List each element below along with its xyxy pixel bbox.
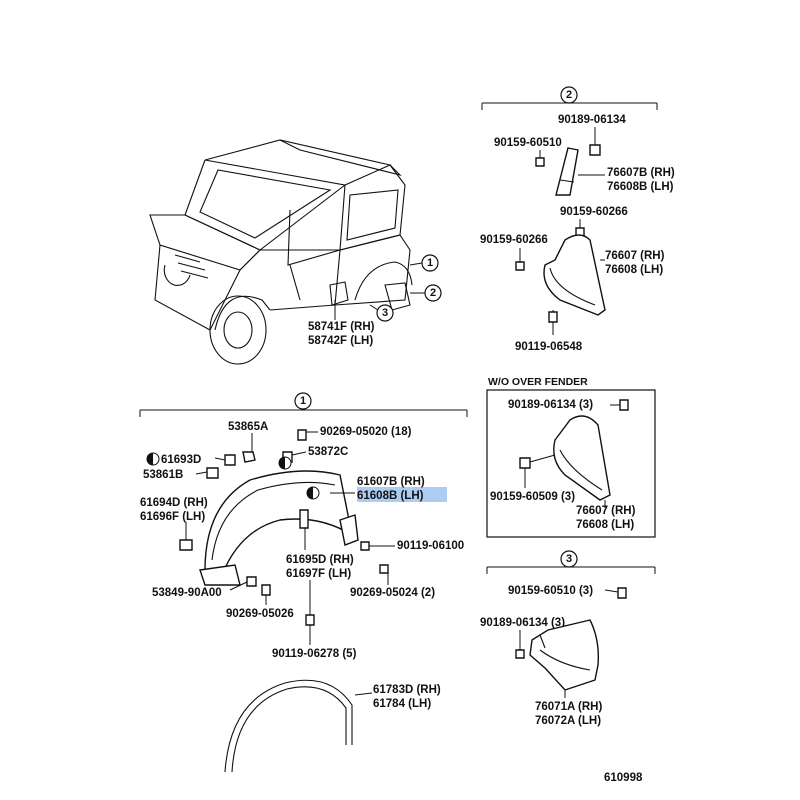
half-circle-marker-icon: [146, 452, 160, 466]
label-s3-90159-60510: 90159-60510 (3): [508, 585, 593, 597]
svg-text:3: 3: [566, 553, 572, 565]
label-61696f: 61696F (LH): [140, 511, 205, 523]
label-90269-05024: 90269-05024 (2): [350, 587, 435, 599]
svg-text:2: 2: [566, 89, 572, 101]
section-1: 1: [139, 392, 468, 773]
label-76607: 76607 (RH): [605, 250, 665, 262]
label-90119-06100: 90119-06100: [397, 540, 464, 552]
wo-over-fender-title: W/O OVER FENDER: [488, 376, 588, 388]
label-53872c: 53872C: [308, 446, 348, 458]
label-61783d: 61783D (RH): [373, 684, 441, 696]
label-53865a: 53865A: [228, 421, 268, 433]
half-circle-marker-icon: [306, 486, 320, 500]
label-58741f: 58741F (RH): [308, 321, 375, 333]
svg-text:1: 1: [427, 257, 433, 269]
callout-3-vehicle: 3: [369, 304, 394, 322]
label-90159-60510: 90159-60510: [494, 137, 562, 149]
label-61608b[interactable]: 61608B (LH): [357, 490, 424, 502]
label-76607b: 76607B (RH): [607, 167, 675, 179]
wo-over-fender-box: W/O OVER FENDER 90189-06134 (3) 90159-60…: [486, 376, 656, 538]
label-61697f: 61697F (LH): [286, 568, 351, 580]
vehicle-illustration: [149, 139, 413, 365]
label-58742f: 58742F (LH): [308, 335, 373, 347]
label-61607b: 61607B (RH): [357, 476, 425, 488]
svg-text:3: 3: [382, 307, 388, 319]
label-wo-90189-06134: 90189-06134 (3): [508, 399, 593, 411]
figure-number: 610998: [604, 772, 643, 784]
label-s3-90189-06134: 90189-06134 (3): [480, 617, 565, 629]
label-61784: 61784 (LH): [373, 698, 431, 710]
svg-text:2: 2: [430, 287, 436, 299]
label-61695d: 61695D (RH): [286, 554, 354, 566]
label-wo-76607: 76607 (RH): [576, 505, 636, 517]
callout-2-vehicle: 2: [410, 284, 442, 302]
label-76608b: 76608B (LH): [607, 181, 674, 193]
label-76071a: 76071A (RH): [535, 701, 602, 713]
label-90119-06278: 90119-06278 (5): [272, 648, 357, 660]
label-90159-60266-b: 90159-60266: [480, 234, 548, 246]
label-53861b: 53861B: [143, 469, 183, 481]
label-wo-90159-60509: 90159-60509 (3): [490, 491, 575, 503]
section-3: 3 90159-60510 (3) 90189-06134 (3) 76071A…: [480, 550, 656, 727]
callout-1-vehicle: 1: [409, 254, 439, 272]
label-53849-90a00: 53849-90A00: [152, 587, 222, 599]
label-61693d: 61693D: [161, 454, 201, 466]
label-90269-05026: 90269-05026: [226, 608, 294, 620]
label-90269-05020: 90269-05020 (18): [320, 426, 412, 438]
label-90189-06134: 90189-06134: [558, 114, 626, 126]
half-circle-marker-icon: [278, 456, 292, 470]
label-76608: 76608 (LH): [605, 264, 663, 276]
highlight-61608b: [357, 487, 447, 502]
label-wo-76608: 76608 (LH): [576, 519, 634, 531]
label-90119-06548: 90119-06548: [515, 341, 583, 353]
label-76072a: 76072A (LH): [535, 715, 601, 727]
label-61694d: 61694D (RH): [140, 497, 208, 509]
svg-text:1: 1: [300, 395, 306, 407]
section-2: 2 90189-06134 90159-60510 76607B (RH) 76…: [480, 86, 675, 353]
label-90159-60266-a: 90159-60266: [560, 206, 628, 218]
